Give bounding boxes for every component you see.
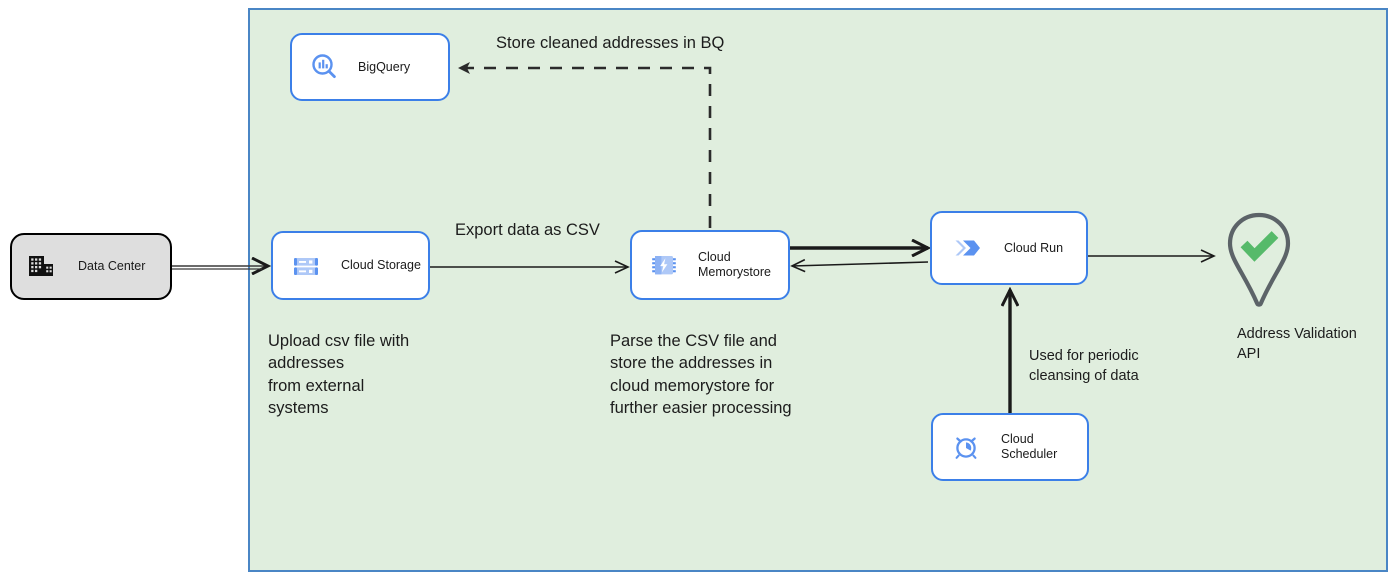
bigquery-icon [308,51,340,83]
node-address-validation-api-label: Address Validation API [1237,326,1357,362]
node-cloud-memorystore-label: Cloud Memorystore [698,250,771,279]
node-cloud-scheduler[interactable]: Cloud Scheduler [931,413,1089,481]
annotation-periodic-cleansing: Used for periodic cleansing of data [1029,348,1139,384]
cloud-memorystore-icon [649,250,679,280]
data-center-icon [26,252,56,282]
node-cloud-run-label: Cloud Run [1004,240,1064,255]
annotation-parse-csv: Parse the CSV file and store the address… [610,332,792,418]
node-data-center[interactable]: Data Center [10,233,172,300]
google-cloud-zone [248,8,1388,572]
cloud-run-icon [950,233,984,263]
node-cloud-scheduler-label: Cloud Scheduler [1001,432,1058,461]
annotation-export-data-as-csv: Export data as CSV [455,221,600,239]
node-data-center-label: Data Center [78,259,146,274]
cloud-scheduler-icon [951,432,981,462]
annotation-store-cleaned-addresses: Store cleaned addresses in BQ [496,34,725,52]
map-pin-check-icon [1227,212,1291,307]
node-cloud-storage-label: Cloud Storage [341,258,421,273]
node-address-validation-api[interactable] [1218,207,1300,313]
annotation-upload-csv: Upload csv file with addresses from exte… [268,332,410,418]
cloud-storage-icon [291,251,321,281]
node-bigquery-label: BigQuery [358,59,411,74]
node-bigquery[interactable]: BigQuery [290,33,450,101]
node-cloud-memorystore[interactable]: Cloud Memorystore [630,230,790,300]
node-cloud-storage[interactable]: Cloud Storage [271,231,430,300]
node-cloud-run[interactable]: Cloud Run [930,211,1088,285]
